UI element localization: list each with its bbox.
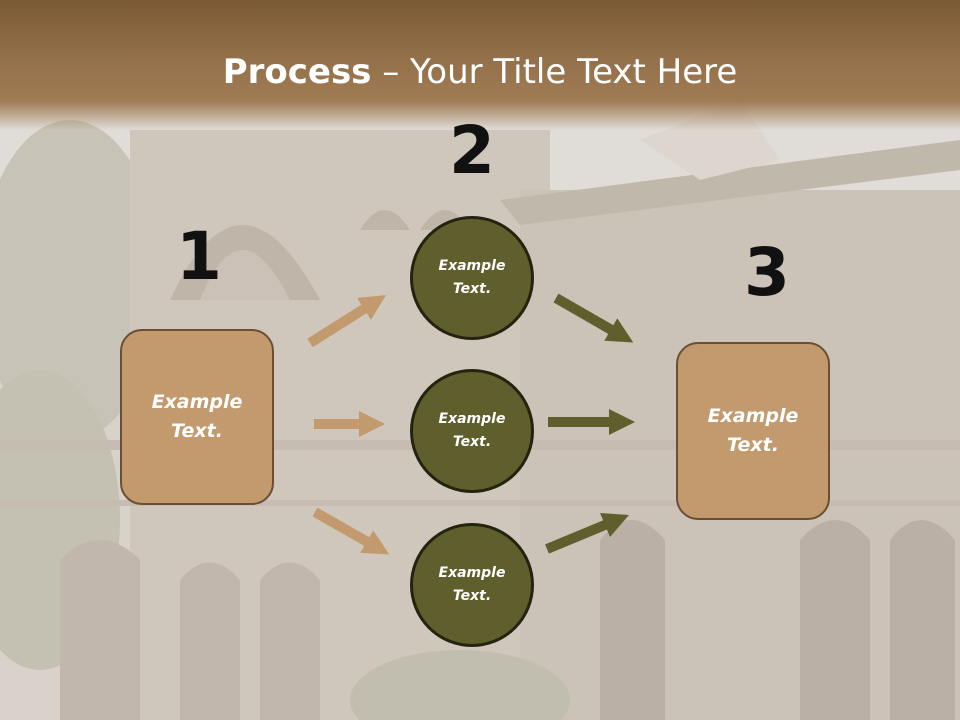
right-box-line2: Text. — [727, 434, 779, 456]
circle-top-line1: Example — [438, 258, 506, 274]
step-number-3: 3 — [744, 234, 790, 311]
step-number-2: 2 — [449, 112, 495, 189]
step-number-1: 1 — [176, 218, 222, 295]
title-bold-text: Process — [222, 52, 372, 92]
left-box-line1: Example — [151, 391, 243, 413]
circle-bottom-line1: Example — [438, 565, 506, 581]
left-box-line2: Text. — [171, 420, 223, 442]
slide-title: Process – Your Title Text Here — [0, 52, 960, 92]
circle-bottom-line2: Text. — [452, 588, 492, 604]
circle-middle-line1: Example — [438, 411, 506, 427]
circle-bottom: Example Text. — [410, 523, 534, 647]
circle-middle-line2: Text. — [452, 434, 492, 450]
circle-middle: Example Text. — [410, 369, 534, 493]
circle-top-line2: Text. — [452, 281, 492, 297]
right-box-line1: Example — [707, 405, 799, 427]
right-step-box: Example Text. — [676, 342, 830, 520]
title-band — [0, 0, 960, 130]
left-step-box: Example Text. — [120, 329, 274, 505]
title-rest-text: – Your Title Text Here — [371, 52, 738, 92]
circle-top: Example Text. — [410, 216, 534, 340]
